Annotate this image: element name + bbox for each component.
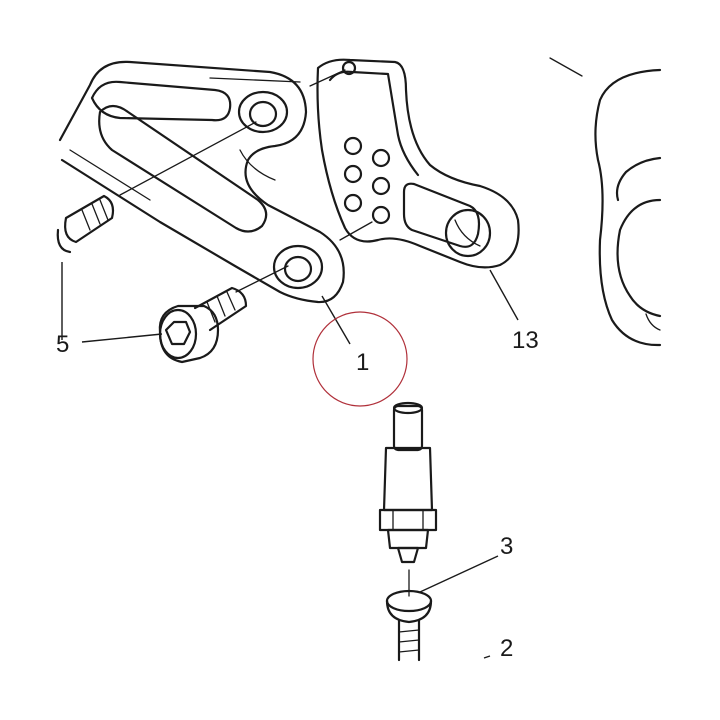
pivot-pin (378, 401, 438, 564)
bolt-upper (56, 194, 115, 254)
side-cover-partial (594, 68, 662, 347)
highlight-circle (312, 311, 408, 407)
assembly-guide-lines (119, 57, 583, 597)
callout-2: 2 (500, 635, 513, 662)
bracket-arm (58, 60, 345, 304)
screw (385, 589, 433, 662)
socket-head-bolt (158, 286, 248, 364)
callout-13: 13 (512, 327, 539, 354)
callout-1: 1 (356, 349, 369, 376)
leader-lines (61, 262, 519, 659)
callout-3: 3 (500, 533, 513, 560)
callout-5: 5 (56, 331, 69, 358)
